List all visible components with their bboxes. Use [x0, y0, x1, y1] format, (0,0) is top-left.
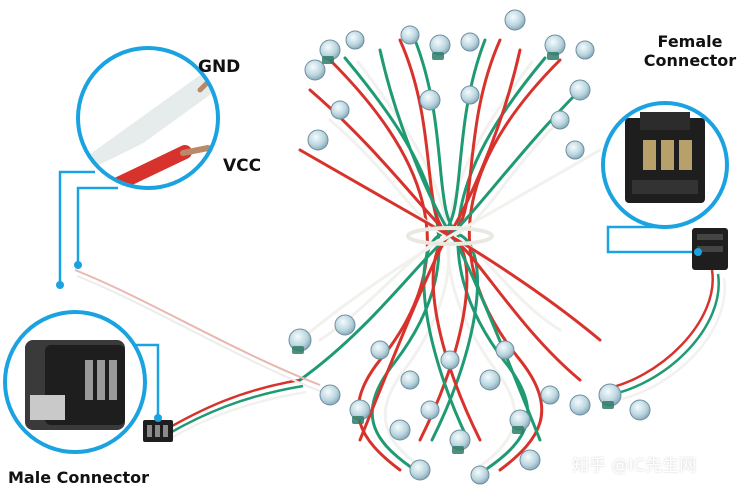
vcc-label: VCC	[223, 156, 262, 176]
watermark: 知乎 @IC先生网	[572, 456, 697, 476]
male-connector-closeup	[3, 310, 147, 454]
female-connector-closeup	[601, 101, 729, 229]
female-label-line1: Female	[657, 32, 723, 51]
male-plug	[143, 420, 173, 442]
male-connector-label: Male Connector	[8, 468, 150, 487]
gnd-vcc-wire-closeup	[76, 46, 220, 190]
female-label-line2: Connector	[643, 51, 737, 70]
gnd-label: GND	[198, 57, 241, 77]
led-nodes	[288, 9, 651, 485]
right-lead-wires	[599, 269, 726, 404]
female-connector-label: Female Connector	[634, 32, 746, 70]
left-lead-wires	[74, 269, 323, 440]
wire-bundle	[298, 38, 602, 472]
female-plug	[692, 228, 728, 270]
callout-dots	[56, 248, 702, 422]
